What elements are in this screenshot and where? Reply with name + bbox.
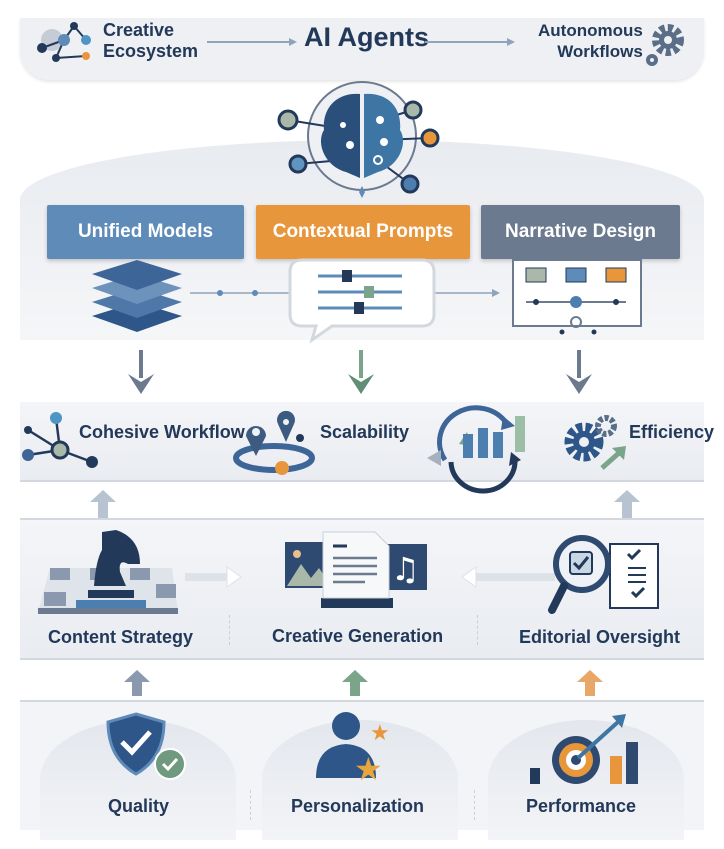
ai-brain-icon bbox=[277, 81, 440, 198]
gears-icon bbox=[646, 24, 684, 66]
arrow-up-icon bbox=[577, 670, 603, 696]
outcome-performance: Performance bbox=[526, 796, 637, 816]
network-icon bbox=[37, 22, 91, 62]
benefit-scalability: Scalability bbox=[320, 422, 410, 442]
header-left-line1: Creative bbox=[103, 20, 175, 40]
arrow-right-icon bbox=[425, 38, 515, 46]
media-assets-icon: ♫ bbox=[285, 531, 427, 608]
svg-text:★: ★ bbox=[354, 750, 383, 788]
outcome-quality: Quality bbox=[108, 796, 170, 816]
arrow-down-icon bbox=[566, 350, 592, 394]
benefit-efficiency: Efficiency bbox=[629, 422, 715, 442]
header-right-line2: Workflows bbox=[557, 42, 643, 61]
arrow-up-icon bbox=[90, 490, 116, 518]
storyboard-icon bbox=[512, 259, 642, 335]
chess-strategy-icon bbox=[38, 530, 178, 614]
layers-icon bbox=[92, 260, 182, 332]
pillar-label: Contextual Prompts bbox=[272, 221, 454, 242]
stage-content-strategy: Content Strategy bbox=[48, 627, 194, 647]
benefit-cohesive-workflow: Cohesive Workflow bbox=[79, 422, 245, 442]
header-right-line1: Autonomous bbox=[538, 21, 643, 40]
growth-chart-icon bbox=[427, 405, 525, 494]
outcome-personalization: Personalization bbox=[291, 796, 425, 816]
flow-arrow-left-icon bbox=[461, 566, 555, 588]
arrow-down-icon bbox=[128, 350, 154, 394]
divider bbox=[250, 790, 251, 820]
stage-editorial-oversight: Editorial Oversight bbox=[519, 627, 681, 647]
efficiency-gears-icon bbox=[564, 415, 626, 470]
arrow-up-icon bbox=[614, 490, 640, 518]
divider bbox=[229, 615, 230, 645]
cohesive-network-icon bbox=[22, 412, 98, 468]
arrow-up-icon bbox=[342, 670, 368, 696]
header-band bbox=[20, 18, 704, 80]
flow-arrow-right-icon bbox=[185, 566, 242, 588]
pillar-label: Unified Models bbox=[77, 221, 214, 242]
divider bbox=[474, 790, 475, 820]
quality-shield-icon bbox=[106, 712, 186, 780]
arrow-down-icon bbox=[348, 350, 374, 394]
header-title: AI Agents bbox=[304, 22, 430, 52]
divider bbox=[477, 615, 478, 645]
pillar-contextual-prompts: Contextual Prompts bbox=[256, 205, 470, 259]
pillar-unified-models: Unified Models bbox=[47, 205, 244, 259]
arrow-right-icon bbox=[207, 38, 297, 46]
review-magnifier-icon bbox=[548, 535, 659, 614]
arrow-up-icon bbox=[124, 670, 150, 696]
performance-target-icon bbox=[530, 714, 638, 784]
pillar-narrative-design: Narrative Design bbox=[481, 205, 680, 259]
scalability-pins-icon bbox=[233, 410, 315, 475]
outcome-arc bbox=[262, 720, 458, 840]
svg-text:♫: ♫ bbox=[391, 550, 420, 588]
pillar-label: Narrative Design bbox=[504, 221, 656, 242]
stage-creative-generation: Creative Generation bbox=[272, 626, 444, 646]
personalization-user-icon: ★ ★ bbox=[316, 712, 390, 788]
svg-text:★: ★ bbox=[370, 721, 390, 746]
header-left-line2: Ecosystem bbox=[103, 41, 199, 61]
prompt-sliders-icon bbox=[288, 258, 436, 344]
